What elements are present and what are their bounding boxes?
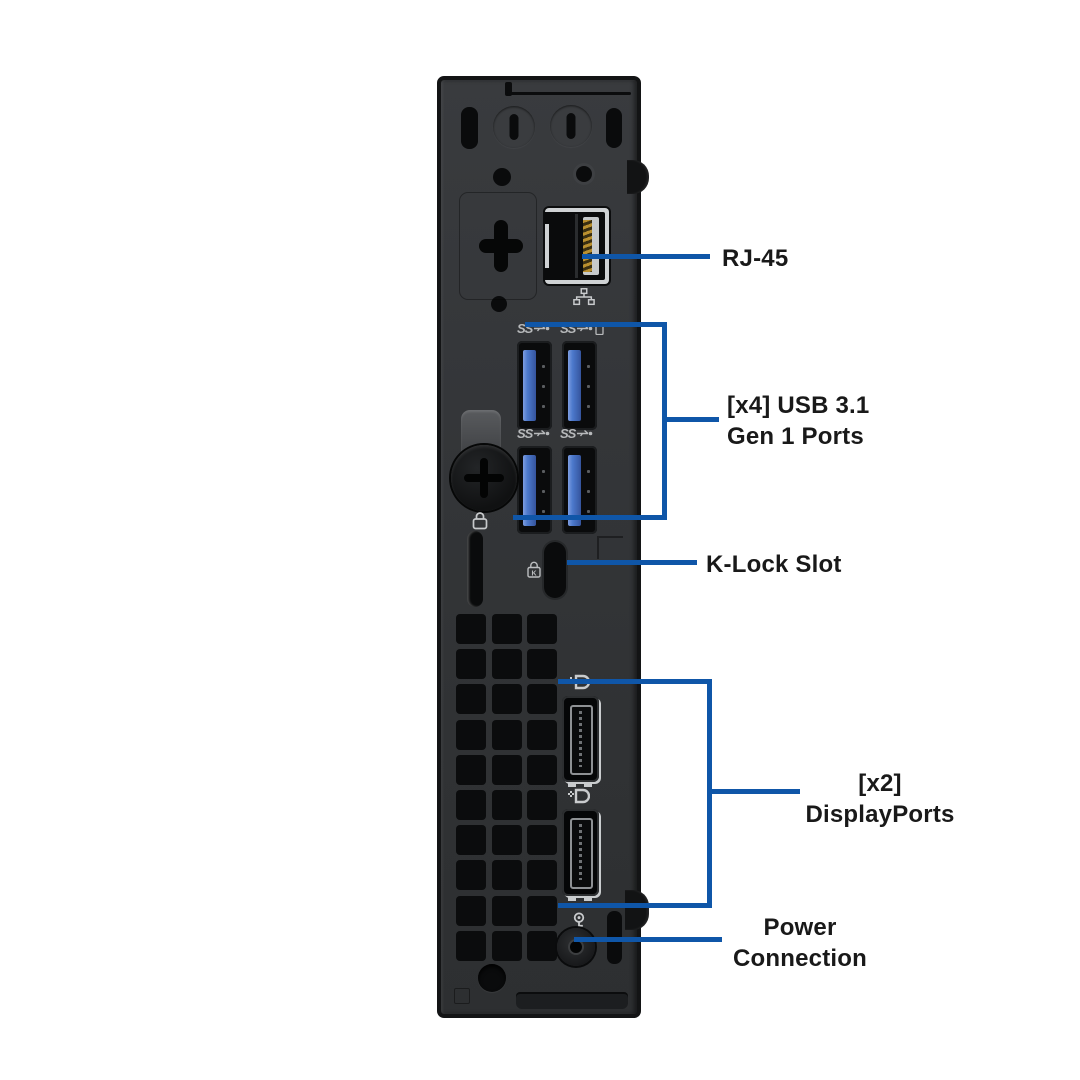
vent-cell [491,930,522,961]
thumbscrew [451,445,517,511]
callout-line-klock [567,560,697,565]
ethernet-network-icon [573,288,595,306]
callout-label-power-line2: Connection [733,945,867,972]
callout-bracket-dp-bottom [558,903,712,908]
vent-cell [527,790,557,820]
right-edge-knob-top [627,160,649,194]
panel-seam [597,536,623,559]
vent-cell [456,825,486,856]
vent-cell [491,754,522,785]
screw-recess-right [550,105,592,147]
usb-ss-marking: SS [517,427,550,440]
right-edge-knob-bottom [625,890,649,930]
vent-cell [527,614,557,644]
callout-label-power: Power Connection [710,912,890,974]
callout-label-dp-line2: DisplayPorts [805,801,955,828]
vent-cell [491,614,522,644]
mini-pc-chassis: SS SS SS SS [437,76,649,1018]
chassis-hole [493,168,511,186]
plus-cutout-horizontal [479,239,523,253]
callout-label-klock: K-Lock Slot [706,551,842,578]
chassis-hole [491,296,507,312]
callout-label-usb: [x4] USB 3.1 Gen 1 Ports [727,390,869,452]
callout-label-usb-line2: Gen 1 Ports [727,423,864,450]
vent-cell [456,790,486,820]
vent-cell [491,860,522,891]
usb-port-1 [517,341,552,430]
displayport-1 [562,696,599,787]
vent-cell [527,754,557,785]
vent-cell [456,614,486,644]
screw-recess-left [493,106,535,148]
callout-bracket-usb-top [525,322,667,327]
svg-text:K: K [531,570,536,577]
lock-icon [472,512,488,530]
usb-ss-marking: SS [560,427,593,440]
vent-cell [456,895,486,926]
rj45-gold-pins [583,220,592,272]
callout-line-power [574,937,722,942]
bottom-latch-lip [516,994,628,1009]
callout-label-rj45: RJ-45 [722,245,789,272]
callout-label-usb-line1: [x4] USB 3.1 [727,392,870,419]
top-latch-notch [505,82,512,96]
vent-cell [456,684,486,715]
vent-cell [491,895,522,926]
callout-bracket-usb-vertical [662,322,667,520]
vent-cell [456,860,486,891]
corner-mark [454,988,470,1004]
callout-label-dp-line1: [x2] [858,770,902,797]
bottom-hole [478,964,506,992]
vent-cell [491,649,522,680]
k-lock-icon: K [527,561,541,578]
callout-bracket-usb-bottom [513,515,667,520]
displayport-icon [568,788,590,804]
callout-label-power-line1: Power [763,914,837,941]
callout-line-rj45 [582,254,710,259]
mount-slot-right [606,108,622,148]
usb-port-2 [562,341,597,430]
vent-cell [491,790,522,820]
displayport-2 [562,809,599,901]
security-loop-slot [467,531,483,607]
chassis-hole [576,166,592,182]
vent-cell [491,719,522,750]
vent-cell [491,825,522,856]
vent-cell [456,930,486,961]
rj45-port [544,208,609,284]
vent-cell [527,860,557,891]
vent-cell [456,719,486,750]
vent-cell [527,684,557,715]
usb-port-3 [517,446,552,534]
vent-grid [456,614,561,966]
vent-cell [527,649,557,680]
mount-slot-left [461,107,478,149]
mount-plate-outline [459,192,537,300]
vent-cell [527,719,557,750]
callout-bracket-usb-stub [667,417,719,422]
vent-cell [527,825,557,856]
usb-trident-icon [534,429,550,437]
top-latch-seam [507,92,631,95]
vent-cell [527,930,557,961]
power-plug-icon [573,912,585,927]
callout-bracket-dp-stub [712,789,800,794]
callout-label-dp: [x2] DisplayPorts [790,768,970,830]
k-lock-slot [544,542,566,598]
callout-bracket-dp-vertical [707,679,712,908]
usb-port-4 [562,446,597,534]
usb-trident-icon [577,429,593,437]
vent-cell [527,895,557,926]
callout-bracket-dp-top [558,679,712,684]
power-jack [557,928,595,966]
vent-cell [456,754,486,785]
vent-cell [491,684,522,715]
vent-cell [456,649,486,680]
